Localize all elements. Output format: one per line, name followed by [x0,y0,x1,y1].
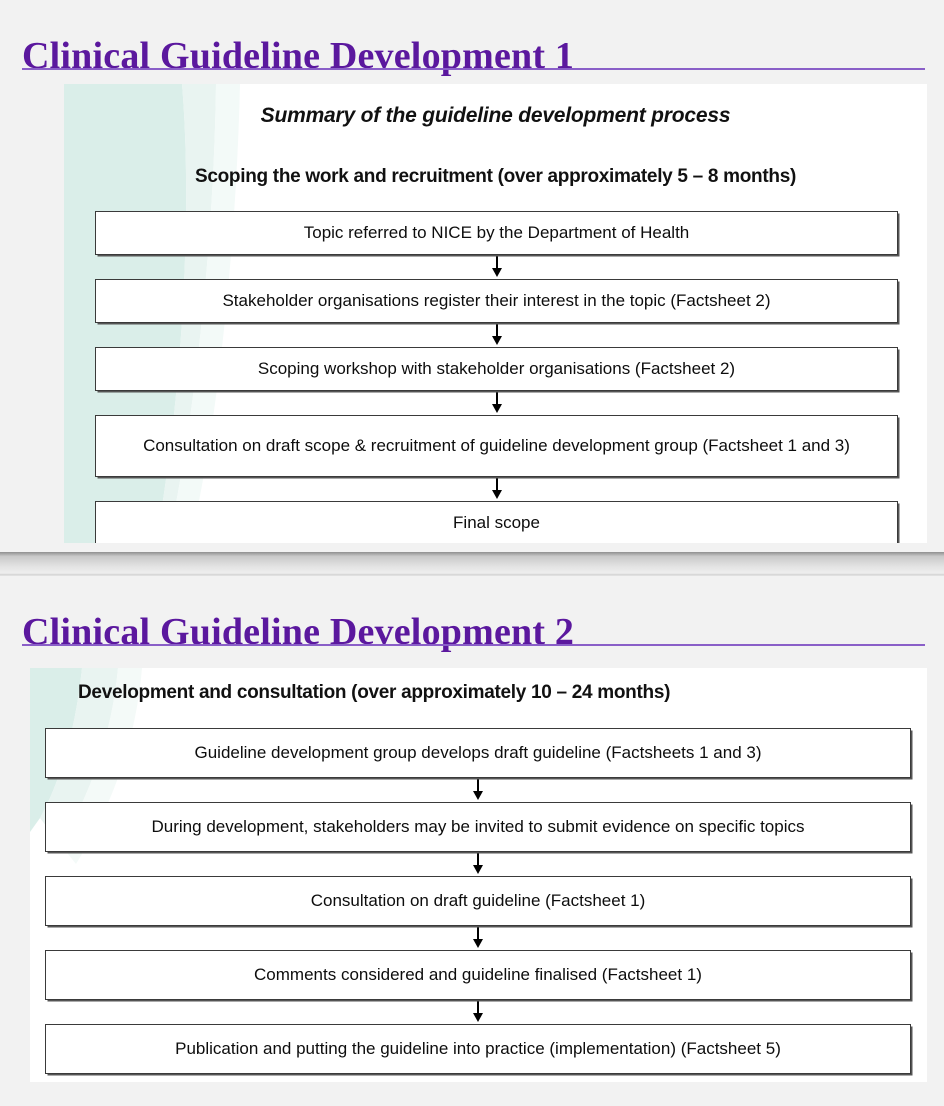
flow-step-box: Final scope [95,501,898,543]
slide-separator-band [0,552,944,576]
flow-step-box: Comments considered and guideline finali… [45,950,911,1000]
canvas-heading-summary: Summary of the guideline development pro… [260,104,731,127]
slide-clinical-guideline-development-1: Clinical Guideline Development 1 Summary… [0,0,944,552]
flow-arrow-down-icon [45,926,911,950]
canvas-heading-phase: Scoping the work and recruitment (over a… [194,166,796,187]
flow-step-box: Consultation on draft scope & recruitmen… [95,415,898,477]
page-title: Clinical Guideline Development 1 [22,35,575,78]
flow-arrow-down-icon [45,1000,911,1024]
flow-step-box: Publication and putting the guideline in… [45,1024,911,1074]
flow-step-box: Stakeholder organisations register their… [95,279,898,323]
title-divider-rule [22,644,925,646]
flow-arrow-down-icon [95,323,898,347]
slide-clinical-guideline-development-2: Clinical Guideline Development 2 Develop… [0,576,944,1106]
flow-arrow-down-icon [95,255,898,279]
flow-arrow-down-icon [45,778,911,802]
flow-step-box: Scoping workshop with stakeholder organi… [95,347,898,391]
canvas-heading-phase: Development and consultation (over appro… [78,682,671,703]
flow-step-box: Guideline development group develops dra… [45,728,911,778]
page-title: Clinical Guideline Development 2 [22,611,575,654]
flow-step-box: Topic referred to NICE by the Department… [95,211,898,255]
flowchart-scoping: Topic referred to NICE by the Department… [95,211,898,543]
flow-arrow-down-icon [45,852,911,876]
flow-arrow-down-icon [95,391,898,415]
slide-content-canvas: Development and consultation (over appro… [30,668,927,1082]
title-divider-rule [22,68,925,70]
flowchart-development: Guideline development group develops dra… [45,728,911,1074]
flow-step-box: During development, stakeholders may be … [45,802,911,852]
flow-arrow-down-icon [95,477,898,501]
flow-step-box: Consultation on draft guideline (Factshe… [45,876,911,926]
slide-content-canvas: Summary of the guideline development pro… [64,84,927,543]
